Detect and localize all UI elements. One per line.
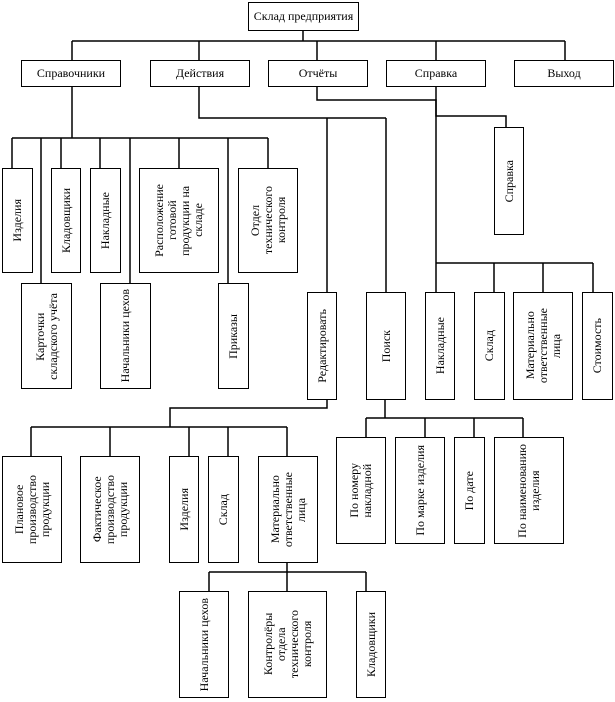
person-shop-heads: Начальники цехов: [179, 591, 229, 698]
menu-reports[interactable]: Отчёты: [268, 60, 368, 87]
node-label: Склад: [482, 330, 496, 362]
ref-invoices: Накладные: [90, 168, 121, 273]
node-label: Кладовщики: [58, 187, 73, 253]
ref-qc-department: Отдел технического контроля: [238, 168, 298, 273]
node-label: Карточки складского учёта: [32, 292, 60, 380]
edit-responsible-persons: Материально ответственные лица: [258, 456, 318, 563]
menu-exit[interactable]: Выход: [514, 60, 614, 87]
edit-planned-production: Плановое производство продукции: [2, 456, 62, 563]
node-label: Справка: [501, 159, 516, 203]
menu-label: Отчёты: [298, 66, 338, 80]
search-by-product-name: По наименованию изделия: [494, 437, 564, 544]
action-edit: Редактировать: [307, 292, 337, 400]
root-node: Склад предприятия: [248, 2, 359, 31]
edit-warehouse: Склад: [208, 456, 239, 563]
report-invoices: Накладные: [425, 292, 455, 400]
node-label: Поиск: [378, 329, 393, 363]
ref-product-location: Расположение готовой продукции на складе: [139, 168, 219, 273]
menu-actions[interactable]: Действия: [150, 60, 250, 87]
node-label: Изделия: [10, 199, 24, 242]
node-label: Отдел технического контроля: [247, 186, 288, 255]
menu-references[interactable]: Справочники: [21, 60, 121, 87]
ref-storekeepers: Кладовщики: [51, 168, 81, 273]
edit-products: Изделия: [169, 456, 199, 563]
action-search: Поиск: [366, 292, 406, 400]
node-label: Кладовщики: [363, 611, 378, 677]
help-item: Справка: [494, 127, 524, 235]
node-label: Фактическое производство продукции: [89, 474, 130, 545]
node-label: Накладные: [432, 317, 447, 375]
node-label: Склад: [216, 493, 230, 526]
report-cost: Стоимость: [582, 292, 613, 400]
person-storekeepers: Кладовщики: [356, 591, 386, 698]
node-label: Приказы: [226, 313, 240, 359]
node-label: По номеру накладной: [347, 463, 374, 518]
ref-products: Изделия: [2, 168, 33, 273]
report-warehouse: Склад: [474, 292, 505, 400]
search-by-date: По дате: [454, 437, 485, 544]
menu-label: Действия: [175, 66, 225, 80]
menu-label: Справочники: [36, 66, 106, 80]
ref-orders: Приказы: [218, 283, 249, 389]
node-label: Материально ответственные лица: [267, 471, 308, 548]
search-by-invoice-number: По номеру накладной: [336, 437, 386, 544]
node-label: Редактировать: [314, 309, 329, 383]
edit-actual-production: Фактическое производство продукции: [80, 456, 140, 563]
search-by-product-brand: По марке изделия: [395, 437, 445, 544]
report-responsible-persons: Материально ответственные лица: [513, 292, 573, 400]
ref-shop-heads: Начальники цехов: [100, 283, 151, 389]
node-label: Накладные: [98, 191, 112, 250]
node-label: По дате: [462, 470, 476, 511]
ref-stock-cards: Карточки складского учёта: [21, 283, 72, 389]
node-label: По наименованию изделия: [515, 443, 542, 538]
menu-help[interactable]: Справка: [386, 60, 486, 87]
node-label: Начальники цехов: [196, 597, 211, 692]
node-label: Контролёры отдела технического контроля: [260, 610, 314, 679]
node-label: Расположение готовой продукции на складе: [152, 184, 205, 257]
node-label: Изделия: [176, 488, 191, 531]
root-label: Склад предприятия: [253, 9, 354, 23]
node-label: Начальники цехов: [118, 289, 132, 383]
node-label: По марке изделия: [412, 445, 427, 536]
node-label: Плановое производство продукции: [11, 474, 52, 545]
menu-label: Выход: [547, 66, 581, 80]
node-label: Стоимость: [590, 318, 604, 374]
node-label: Материально ответственные лица: [522, 308, 563, 384]
person-qc-controllers: Контролёры отдела технического контроля: [248, 591, 327, 698]
menu-label: Справка: [414, 66, 458, 80]
